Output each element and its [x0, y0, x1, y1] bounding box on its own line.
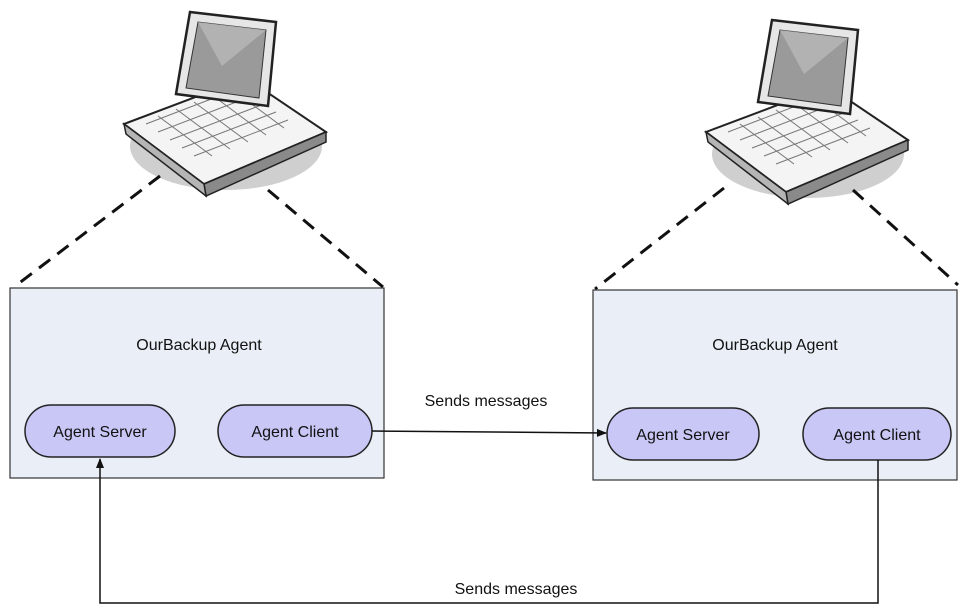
- right-agent-client-pill: [802, 407, 952, 461]
- right-agent-server-label: Agent Server: [636, 427, 730, 444]
- left-agent-server-label: Agent Server: [53, 424, 147, 441]
- right-agent-client-label: Agent Client: [833, 427, 921, 444]
- sends-messages-label-bottom: Sends messages: [455, 581, 578, 598]
- left-laptop-icon: [122, 10, 328, 198]
- client-to-server-arrow: [371, 428, 607, 437]
- right-agent-title: OurBackup Agent: [712, 337, 838, 354]
- left-agent-client-label: Agent Client: [251, 424, 339, 441]
- right-dashed-connector: [594, 186, 960, 291]
- right-agent-server-pill: [606, 407, 760, 461]
- return-message-arrow: [96, 458, 879, 604]
- left-dashed-connector: [13, 174, 384, 289]
- sends-messages-label-top: Sends messages: [425, 393, 548, 410]
- left-agent-server-pill: [24, 404, 176, 458]
- right-laptop-icon: [704, 18, 910, 206]
- left-agent-title: OurBackup Agent: [136, 337, 262, 354]
